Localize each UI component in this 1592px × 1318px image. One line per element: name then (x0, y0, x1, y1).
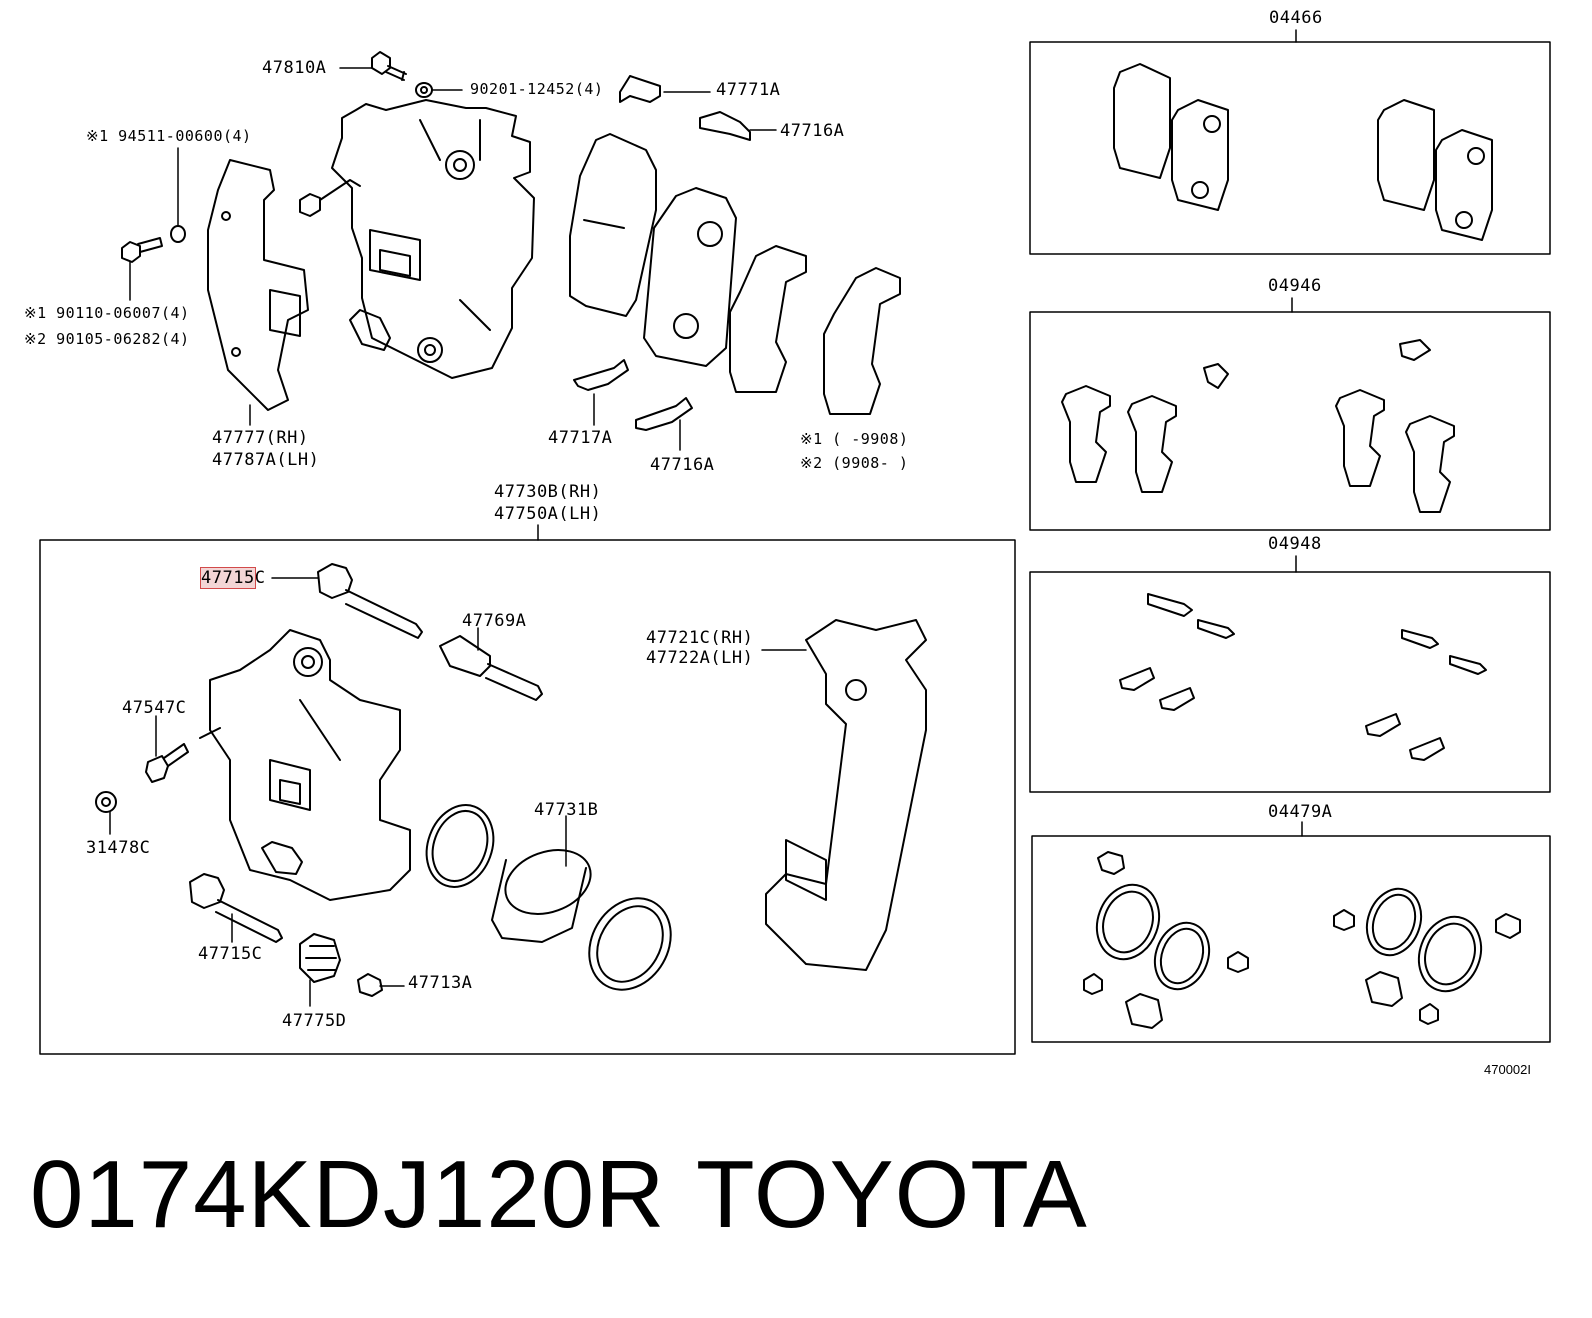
highlighted-part-number[interactable]: 47715 (200, 567, 256, 589)
kit-box-04466 (1029, 29, 1551, 255)
kit-code-04466: 04466 (1269, 8, 1323, 28)
label-47715C-suffix: C (254, 568, 266, 588)
label-47716A-top: 47716A (780, 121, 845, 141)
mounting-bracket-47721C (765, 619, 927, 971)
kit-box-04946 (1029, 297, 1551, 531)
bolt-47810A (371, 51, 407, 81)
note-1: ※1 ( -9908) (800, 430, 909, 448)
pad-outer (569, 133, 657, 317)
label-47715C-bottom: 47715C (198, 944, 263, 964)
assembly-title-rh: 47730B(RH) (494, 482, 602, 502)
kit-code-04479A: 04479A (1268, 802, 1333, 822)
upper-caliper (299, 99, 535, 379)
slide-pin-47715C-top (317, 563, 423, 639)
washer-94511 (170, 225, 186, 243)
seal-ring (425, 804, 495, 888)
clip-47716A-bottom (635, 397, 693, 431)
clip-47717A (573, 359, 629, 391)
label-47769A: 47769A (462, 611, 527, 631)
lower-caliper (199, 629, 411, 901)
assembly-title-lh: 47750A(LH) (494, 504, 602, 524)
footer-brand: TOYOTA (696, 1141, 1088, 1248)
bolt-90110 (121, 237, 163, 263)
shim-1 (729, 245, 807, 393)
pin-47769A (439, 635, 543, 701)
label-31478C: 31478C (86, 838, 151, 858)
note-2: ※2 (9908- ) (800, 454, 909, 472)
label-47777: 47777(RH) (212, 428, 309, 448)
bleeder-47547C (145, 743, 189, 783)
kit-box-04948 (1029, 555, 1551, 793)
boot-47775D (299, 933, 341, 983)
label-47722A: 47722A(LH) (646, 648, 754, 668)
label-94511: ※1 94511-00600(4) (86, 127, 252, 145)
clip-47716A-top (699, 111, 751, 141)
label-47731B: 47731B (534, 800, 599, 820)
kit-box-04479A (1031, 821, 1551, 1043)
assembly-box (39, 539, 1016, 1055)
bushing-47713A (357, 973, 383, 997)
boot-ring (588, 897, 672, 991)
label-47713A: 47713A (408, 973, 473, 993)
slide-pin-47715C-bottom (189, 873, 283, 943)
label-47716A-bottom: 47716A (650, 455, 715, 475)
washer-90201 (415, 82, 433, 98)
label-47717A: 47717A (548, 428, 613, 448)
label-47810A: 47810A (262, 58, 327, 78)
label-90105: ※2 90105-06282(4) (24, 330, 190, 348)
label-47715C-top[interactable]: 47715C (200, 567, 266, 589)
label-47547C: 47547C (122, 698, 187, 718)
footer-part-number: 0174KDJ120R (30, 1141, 666, 1248)
kit-code-04946: 04946 (1268, 276, 1322, 296)
kit-code-04948: 04948 (1268, 534, 1322, 554)
piston-47731B (491, 849, 592, 943)
figure-code: 470002I (1484, 1062, 1531, 1077)
dust-shield-47777 (207, 159, 309, 411)
label-90110: ※1 90110-06007(4) (24, 304, 190, 322)
label-47775D: 47775D (282, 1011, 347, 1031)
shim-2 (823, 267, 901, 415)
clip-47771A (619, 75, 661, 103)
label-47721C: 47721C(RH) (646, 628, 754, 648)
cap-31478C (95, 791, 117, 813)
pad-inner (643, 187, 737, 367)
label-47787A: 47787A(LH) (212, 450, 320, 470)
label-90201: 90201-12452(4) (470, 80, 604, 98)
label-47771A: 47771A (716, 80, 781, 100)
